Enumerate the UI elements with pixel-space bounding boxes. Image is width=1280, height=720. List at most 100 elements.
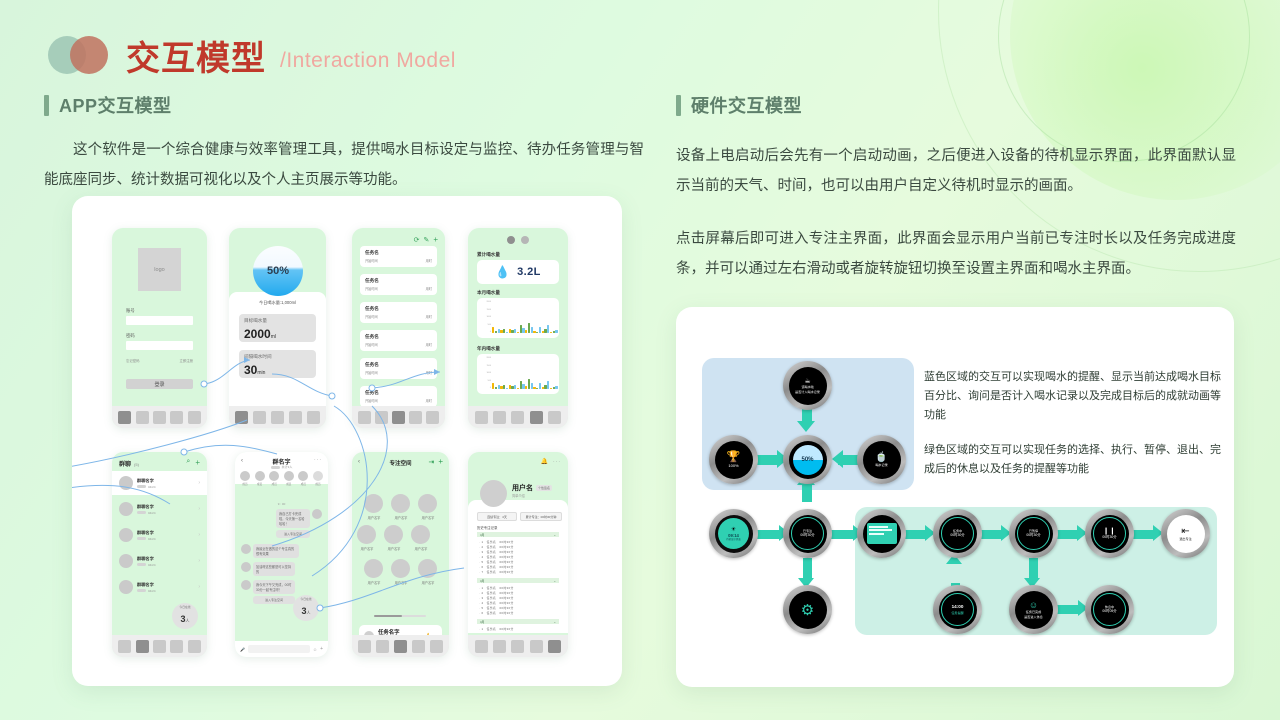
- chat-bubble[interactable]: 我今天下午又完成，00时30分一起专注呀！: [253, 580, 295, 594]
- tabbar[interactable]: [352, 635, 449, 657]
- tab-item[interactable]: [358, 639, 372, 653]
- plus-icon[interactable]: +: [438, 457, 443, 466]
- tab-item[interactable]: [187, 410, 201, 424]
- tab-item[interactable]: [288, 410, 302, 424]
- tab-item[interactable]: [135, 639, 149, 653]
- page-dot[interactable]: [507, 236, 515, 244]
- profile-chip-streak[interactable]: 连续专注：4天: [477, 512, 517, 521]
- tab-item[interactable]: [253, 410, 267, 424]
- tab-item[interactable]: [187, 639, 201, 653]
- forgot-password-link[interactable]: 忘记密码: [126, 359, 140, 363]
- watch-water-progress[interactable]: 50%: [783, 435, 832, 484]
- watch-task-pause-button[interactable]: ❙❙ 00时30分: [1085, 509, 1134, 558]
- tab-item[interactable]: [426, 410, 439, 424]
- task-row[interactable]: 任务名开始时间用时: [360, 358, 437, 379]
- edit-icon[interactable]: ✎: [423, 236, 430, 244]
- task-row[interactable]: 任务名开始时间用时: [360, 302, 437, 323]
- chevron-down-icon[interactable]: ⌄: [553, 532, 556, 537]
- tab-item[interactable]: [493, 410, 507, 424]
- tab-item[interactable]: [135, 410, 149, 424]
- chevron-right-icon[interactable]: ›: [198, 558, 200, 564]
- chat-bubble-action[interactable]: 进入专注空间: [253, 596, 295, 604]
- tab-item[interactable]: [474, 639, 488, 653]
- water-interval-box[interactable]: 间隔喝水时间 30min: [239, 350, 316, 378]
- online-count-badge[interactable]: 今日在线 3人: [293, 595, 319, 621]
- tab-item[interactable]: [270, 410, 284, 424]
- tab-item[interactable]: [235, 410, 249, 424]
- task-row[interactable]: 任务名开始时间用时: [360, 330, 437, 351]
- group-list-item[interactable]: 群聊名字 04/24 ›: [112, 575, 207, 599]
- tab-item[interactable]: [306, 410, 320, 424]
- water-goal-box[interactable]: 目标喝水量 2000ml: [239, 314, 316, 342]
- login-button[interactable]: 登录: [126, 379, 193, 389]
- tab-item[interactable]: [411, 639, 425, 653]
- phone-group-list-screen[interactable]: 群聊 (5) ⌕ + 群聊名字 04/24 › 群聊名字 04/24 › 群聊名…: [112, 452, 207, 657]
- tab-item[interactable]: [170, 410, 184, 424]
- phone-profile-screen[interactable]: 🔔 ··· 用户名 个性签名 简单介绍 连续专注：4天 累计专注：00时30分钟…: [468, 452, 568, 657]
- group-list-item[interactable]: 群聊名字 04/24 ›: [112, 549, 207, 573]
- tab-item[interactable]: [511, 639, 525, 653]
- chevron-right-icon[interactable]: ›: [198, 532, 200, 538]
- ellipsis-icon[interactable]: ···: [314, 457, 322, 463]
- phone-task-list-screen[interactable]: ⟳ ✎ + 任务名开始时间用时 任务名开始时间用时 任务名开始时间用时 任务名开…: [352, 228, 445, 428]
- tab-item[interactable]: [392, 410, 405, 424]
- password-input[interactable]: [126, 341, 193, 350]
- tab-item[interactable]: [152, 410, 166, 424]
- tab-item[interactable]: [548, 639, 562, 653]
- ellipsis-icon[interactable]: ···: [553, 458, 561, 465]
- phone-chat-screen[interactable]: ‹ 群名字 共计3人 ··· 成员 成员 成员 成员 成员 成员 9 : 00 …: [235, 452, 328, 657]
- task-row[interactable]: 任务名开始时间用时: [360, 274, 437, 295]
- tab-item[interactable]: [529, 639, 543, 653]
- watch-task-paused[interactable]: 已暂停 00时30分: [1009, 509, 1058, 558]
- watch-task-select[interactable]: [857, 509, 906, 558]
- emoji-icon[interactable]: ☺: [312, 646, 318, 652]
- tab-item[interactable]: [152, 639, 166, 653]
- task-row[interactable]: 任务名开始时间用时: [360, 386, 437, 407]
- tab-item[interactable]: [493, 639, 507, 653]
- watch-drink-reminder[interactable]: ☕ 该喝水啦 是否计入喝水记录: [783, 361, 832, 410]
- chevron-down-icon[interactable]: ⌄: [553, 619, 556, 624]
- watch-task-reminder[interactable]: 14:00 任务提醒: [933, 585, 982, 634]
- phone-login-screen[interactable]: logo 账号 密码 忘记密码 立即注册 登录: [112, 228, 207, 428]
- tab-item[interactable]: [393, 639, 407, 653]
- watch-settings[interactable]: ⚙: [783, 585, 832, 634]
- group-list-item[interactable]: 群聊名字 04/24 ›: [112, 471, 207, 495]
- login-helper-links[interactable]: 忘记密码 立即注册: [126, 358, 193, 363]
- profile-chip-total[interactable]: 累计专注：00时30分钟: [520, 512, 562, 521]
- watch-standby-weather[interactable]: ☀ 09:14 待机显示界面: [709, 509, 758, 558]
- account-input[interactable]: [126, 316, 193, 325]
- plus-icon[interactable]: +: [320, 646, 323, 652]
- scroll-indicator[interactable]: [374, 614, 426, 617]
- watch-drink-record[interactable]: 🍵 喝水记录: [857, 435, 906, 484]
- chat-input-bar[interactable]: 🎤 ☺ +: [235, 641, 328, 657]
- phone-focus-space-screen[interactable]: ‹ 专注空间 ⇥ + 用户名字 用户名字 用户名字 用户名字 用户名字 用户名字…: [352, 452, 449, 657]
- chat-bubble[interactable]: 我最近在做的这个专注真的很有效果: [253, 544, 299, 558]
- tab-item[interactable]: [474, 410, 488, 424]
- tab-item[interactable]: [529, 410, 543, 424]
- group-list-item[interactable]: 群聊名字 04/24 ›: [112, 523, 207, 547]
- tab-item[interactable]: [376, 639, 390, 653]
- online-count-badge[interactable]: 今日在线 3人: [172, 603, 198, 629]
- page-dot[interactable]: [521, 236, 529, 244]
- watch-rest-prompt[interactable]: ☺ 任务已完成 是否进入休息: [1009, 585, 1058, 634]
- tabbar[interactable]: [112, 406, 207, 428]
- search-icon[interactable]: ⌕: [186, 458, 191, 465]
- watch-achievement[interactable]: 🏆 100%: [709, 435, 758, 484]
- chevron-right-icon[interactable]: ›: [198, 506, 200, 512]
- task-row[interactable]: 任务名开始时间用时: [360, 246, 437, 267]
- plus-icon[interactable]: +: [433, 235, 438, 244]
- watch-task-running[interactable]: 任务中 00时30分: [933, 509, 982, 558]
- tab-item[interactable]: [375, 410, 388, 424]
- voice-icon[interactable]: 🎤: [240, 646, 245, 652]
- tab-item[interactable]: [118, 410, 132, 424]
- phone-water-screen[interactable]: 50% 今日喝水量:1,000ml 目标喝水量 2000ml 间隔喝水时间 30…: [229, 228, 326, 428]
- bell-icon[interactable]: 🔔: [540, 459, 548, 465]
- tab-item[interactable]: [170, 639, 184, 653]
- exit-icon[interactable]: ⇥: [428, 458, 435, 466]
- tab-item[interactable]: [118, 639, 132, 653]
- tabbar[interactable]: [352, 406, 445, 428]
- tab-item[interactable]: [409, 410, 422, 424]
- tab-item[interactable]: [548, 410, 562, 424]
- sync-icon[interactable]: ⟳: [413, 236, 420, 244]
